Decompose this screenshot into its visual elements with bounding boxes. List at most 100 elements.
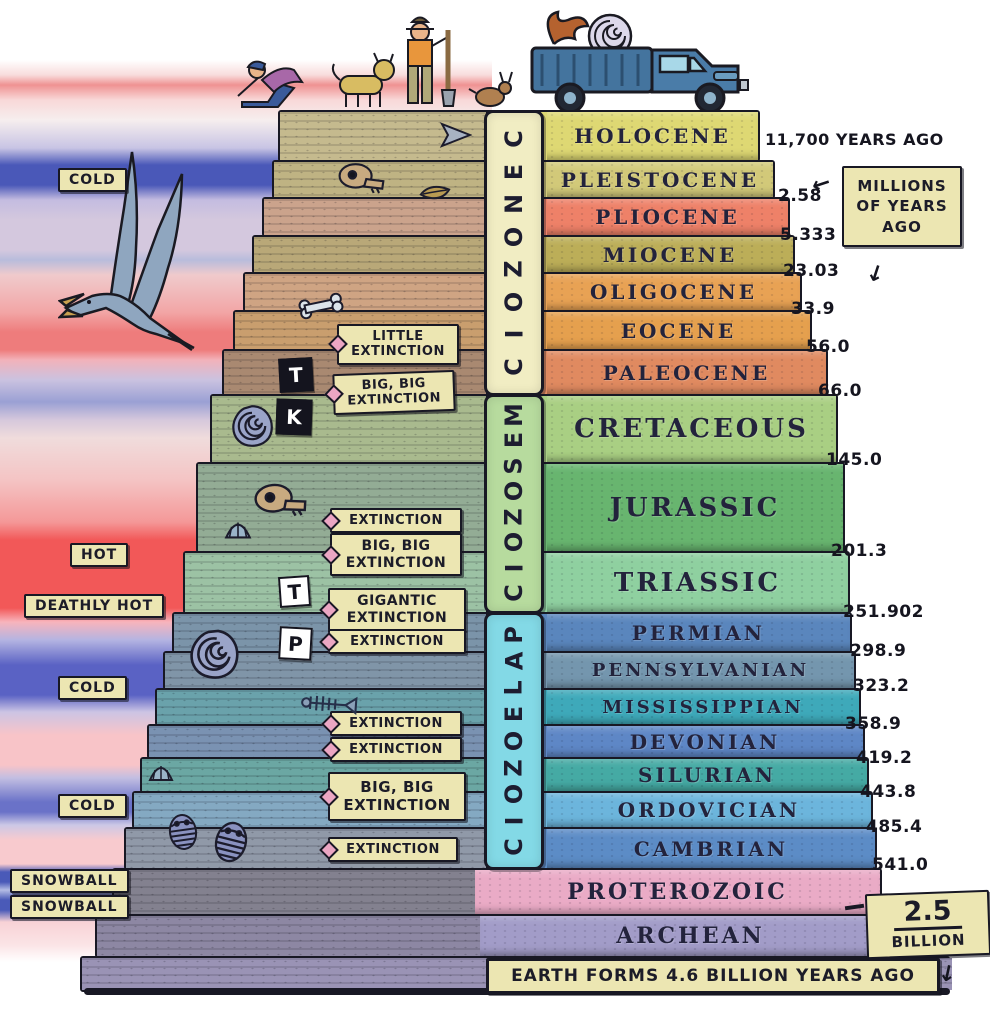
boundary-date-pliocene: 5.333 [780, 225, 837, 245]
extinction-label-devonian-1: EXTINCTION [330, 711, 462, 737]
fossil-truck [530, 10, 749, 114]
boundary-date-pennsylvanian: 323.2 [853, 676, 910, 696]
period-band: CAMBRIAN [547, 829, 875, 868]
fossil-skull-icon [251, 480, 312, 521]
period-label-eocene: EOCENE [620, 318, 737, 343]
period-band: SILURIAN [547, 759, 867, 791]
period-band: EOCENE [547, 312, 810, 349]
pterosaur-icon [58, 151, 195, 352]
period-label-mississippian: MISSISSIPPIAN [602, 696, 804, 718]
boundary-date-silurian: 443.8 [860, 782, 917, 802]
extinction-label-devonian-2: EXTINCTION [330, 737, 462, 763]
strata-texture [245, 274, 488, 310]
arrow-down-icon: ↓ [862, 259, 888, 290]
extinction-label-permian-gigantic: GIGANTIC EXTINCTION [328, 588, 466, 632]
boundary-date-paleocene: 66.0 [818, 381, 862, 401]
strata-texture [114, 870, 477, 914]
period-label-paleocene: PALEOCENE [602, 360, 771, 385]
fossil-shell-icon [146, 762, 176, 784]
period-label-permian: PERMIAN [631, 620, 766, 645]
boundary-date-cretaceous: 145.0 [826, 450, 883, 470]
boundary-date-pleistocene: 2.58 [778, 186, 822, 206]
boundary-marker-p: P [278, 626, 313, 661]
boundary-date-miocene: 23.03 [783, 261, 840, 281]
dog-figure [331, 52, 395, 107]
fossil-skull-icon [336, 162, 388, 194]
strata-texture [254, 237, 488, 272]
boundary-date-ordovician: 485.4 [866, 817, 923, 837]
period-band: PLEISTOCENE [547, 162, 773, 197]
period-label-cretaceous: CRETACEOUS [574, 414, 809, 444]
extinction-label-jurassic: EXTINCTION [330, 508, 462, 534]
period-band: PERMIAN [547, 614, 850, 651]
fossil-ammonite-icon [184, 624, 244, 684]
boundary-marker-t-upper: T [278, 357, 314, 393]
period-band: MISSISSIPPIAN [547, 690, 859, 724]
boundary-marker-k: K [275, 398, 313, 436]
period-label-cambrian: CAMBRIAN [633, 836, 789, 861]
fossil-shell-icon [222, 518, 254, 542]
digger-figure [237, 60, 305, 108]
boundary-date-permian: 298.9 [850, 641, 907, 661]
period-label-pennsylvanian: PENNSYLVANIAN [591, 660, 810, 681]
boundary-date-triassic: 251.902 [843, 602, 924, 622]
period-band: DEVONIAN [547, 726, 863, 757]
billion-note-box: 2.5 BILLION [864, 889, 990, 960]
fossil-arrowhead-icon [438, 122, 472, 148]
boundary-date-oligocene: 33.9 [791, 299, 835, 319]
period-band: PALEOCENE [547, 351, 826, 394]
climate-label-deathly-hot: DEATHLY HOT [24, 594, 165, 618]
strata-texture [274, 162, 488, 197]
fossil-squid-icon [546, 10, 590, 45]
extinction-label-little: LITTLE EXTINCTION [337, 324, 459, 365]
period-row-archean: ARCHEAN [95, 914, 903, 958]
period-label-proterozoic: PROTEROZOIC [567, 879, 788, 905]
extinction-label-permian: EXTINCTION [328, 629, 466, 655]
period-band: MIOCENE [547, 237, 793, 272]
strata-texture [264, 199, 488, 235]
rabbit-figure [468, 71, 513, 107]
climate-label-snowball-2: SNOWBALL [10, 895, 129, 919]
fossil-trilobite-icon [165, 810, 200, 854]
climate-label-cold-3: COLD [58, 794, 127, 818]
period-band: PLIOCENE [547, 199, 788, 235]
period-label-pliocene: PLIOCENE [595, 205, 740, 229]
period-label-pleistocene: PLEISTOCENE [560, 167, 760, 192]
period-band: PROTEROZOIC [475, 870, 880, 914]
period-label-ordovician: ORDOVICIAN [617, 798, 801, 822]
boundary-date-cambrian: 541.0 [872, 855, 929, 875]
climate-label-hot: HOT [70, 543, 129, 567]
period-band: HOLOCENE [547, 112, 758, 160]
billion-unit: BILLION [891, 930, 966, 952]
period-label-silurian: SILURIAN [638, 763, 776, 787]
boundary-date-mississippian: 358.9 [845, 714, 902, 734]
boundary-date-jurassic: 201.3 [831, 541, 888, 561]
period-band: CRETACEOUS [547, 396, 836, 462]
shovel-man-figure [406, 16, 457, 107]
boundary-date-eocene: 56.0 [806, 337, 850, 357]
extinction-label-triassic: BIG, BIG EXTINCTION [330, 533, 462, 577]
period-band: TRIASSIC [547, 553, 848, 612]
extinction-label-cambrian: EXTINCTION [328, 837, 458, 863]
earth-forms-banner: EARTH FORMS 4.6 BILLION YEARS AGO [486, 958, 940, 994]
period-band: OLIGOCENE [547, 274, 800, 310]
period-label-holocene: HOLOCENE [574, 124, 731, 148]
period-label-jurassic: JURASSIC [609, 492, 781, 523]
extinction-label-kt: BIG, BIG EXTINCTION [332, 369, 456, 415]
boundary-marker-t-lower: T [277, 574, 312, 609]
climate-label-snowball-1: SNOWBALL [10, 869, 129, 893]
climate-label-cold-2: COLD [58, 676, 127, 700]
period-label-miocene: MIOCENE [602, 242, 738, 267]
boundary-date-holocene: 11,700 YEARS AGO [765, 130, 944, 149]
period-band: ORDOVICIAN [547, 793, 871, 827]
mya-note-box: MILLIONS OF YEARS AGO [842, 166, 962, 247]
period-label-oligocene: OLIGOCENE [589, 280, 758, 304]
fossil-fish-icon [299, 690, 359, 718]
period-band: PENNSYLVANIAN [547, 653, 854, 688]
